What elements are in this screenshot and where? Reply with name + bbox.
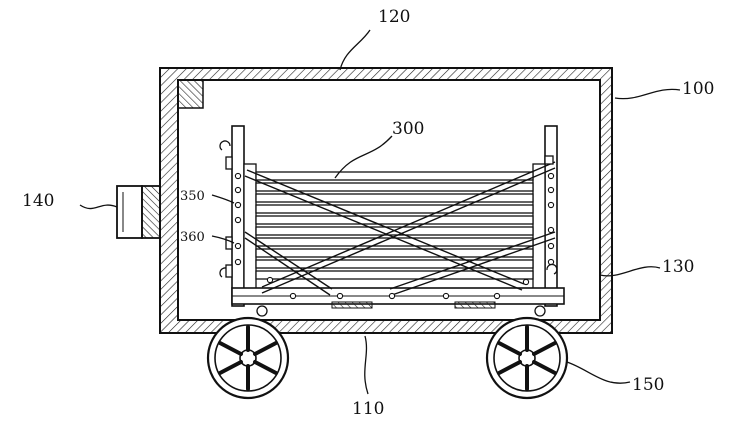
label-100: 100 xyxy=(682,79,714,99)
leader-lines xyxy=(79,29,681,395)
label-120: 120 xyxy=(378,7,410,27)
wheel-right xyxy=(485,316,569,400)
label-360: 360 xyxy=(180,230,205,245)
rack-post-left xyxy=(231,125,245,307)
label-150: 150 xyxy=(632,375,664,395)
label-350: 350 xyxy=(180,189,205,204)
cross-braces xyxy=(244,161,556,296)
cabinet-body xyxy=(159,67,613,334)
label-130: 130 xyxy=(662,257,694,277)
rack-assembly xyxy=(219,125,565,317)
side-connector xyxy=(116,185,161,239)
wheel-left xyxy=(206,316,290,400)
label-110: 110 xyxy=(352,399,384,419)
bolt-holes xyxy=(234,172,555,300)
label-140: 140 xyxy=(22,191,54,211)
side-clips xyxy=(219,140,558,278)
label-300: 300 xyxy=(392,119,424,139)
cabinet-wall xyxy=(159,67,613,334)
rack-post-right xyxy=(544,125,558,307)
corner-block xyxy=(177,79,204,109)
reference-labels: 120 100 300 350 360 140 130 110 150 xyxy=(22,7,714,419)
rack-slats xyxy=(255,171,534,280)
